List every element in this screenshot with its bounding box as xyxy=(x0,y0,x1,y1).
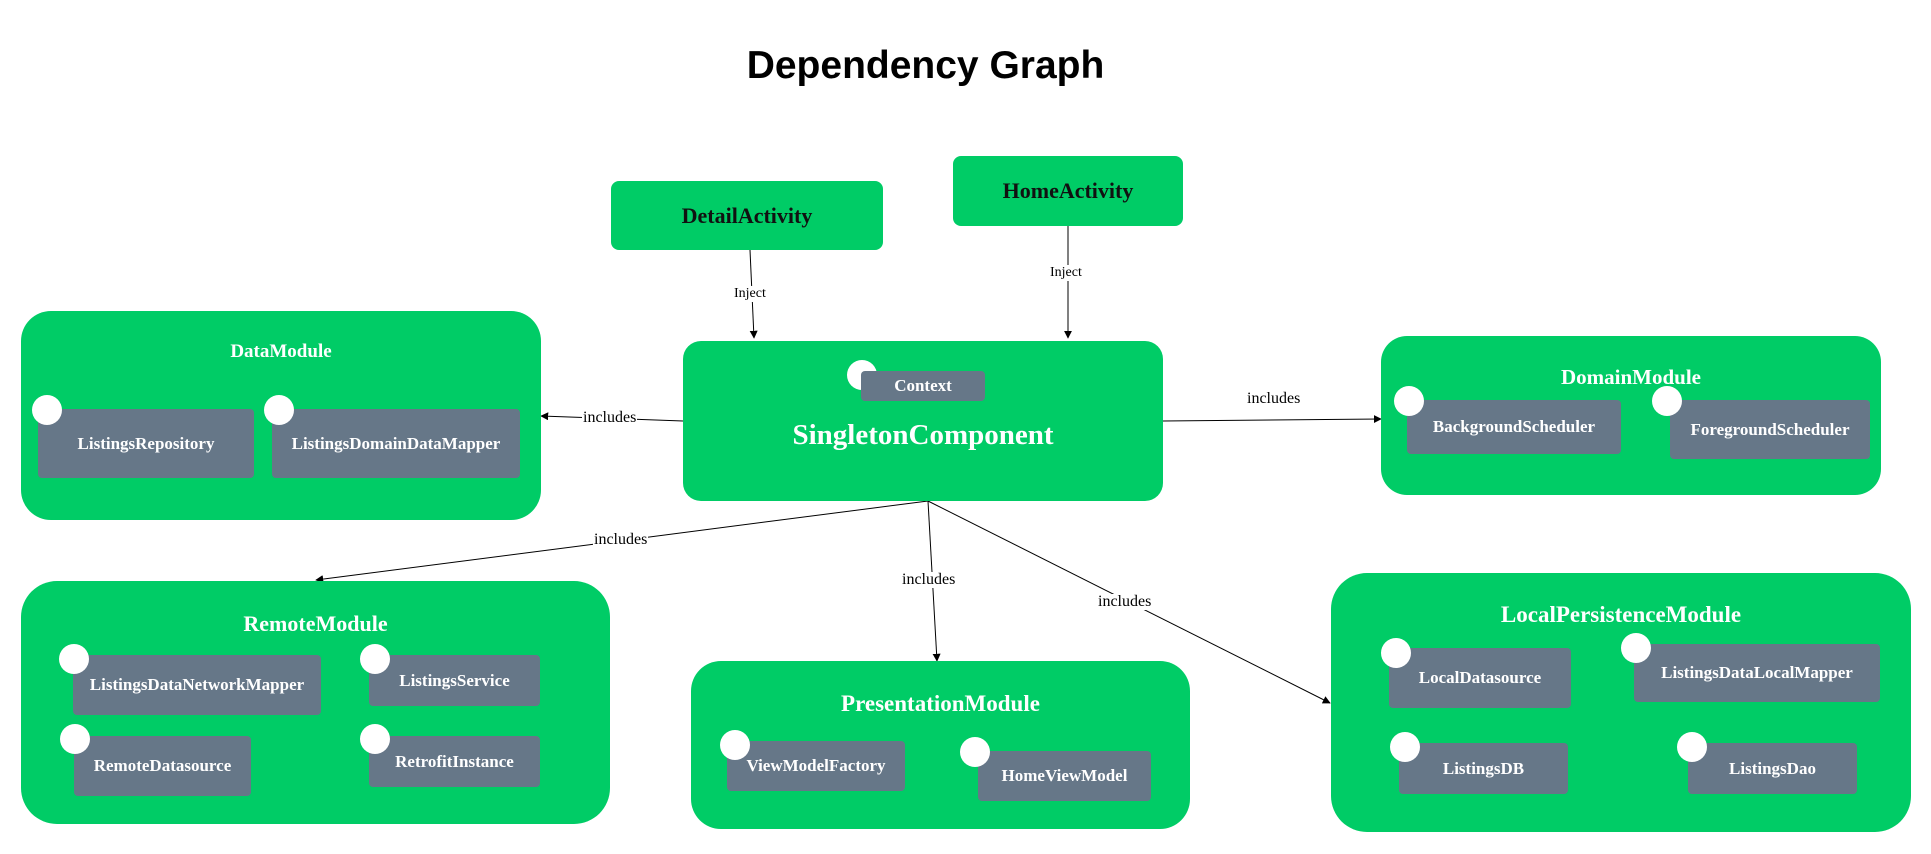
listings-db-item[interactable]: ListingsDB xyxy=(1399,743,1568,794)
edge-label-includes-remote: includes xyxy=(593,531,649,548)
detail-activity-node[interactable]: DetailActivity xyxy=(611,181,883,250)
foreground-scheduler-item[interactable]: ForegroundScheduler xyxy=(1670,400,1870,459)
data-module-title: DataModule xyxy=(230,341,332,362)
singleton-component-node[interactable]: Context SingletonComponent xyxy=(683,341,1163,501)
home-view-model-dot-icon xyxy=(960,737,990,767)
listings-domain-data-mapper-dot-icon xyxy=(264,395,294,425)
listings-service-dot-icon xyxy=(360,644,390,674)
retrofit-instance-item[interactable]: RetrofitInstance xyxy=(369,736,540,787)
listings-db-dot-icon xyxy=(1390,732,1420,762)
edge-label-includes-local: includes xyxy=(1097,593,1153,610)
home-activity-label: HomeActivity xyxy=(1002,178,1134,203)
edge-label-includes-presentation: includes xyxy=(901,571,957,588)
listings-data-network-mapper-dot-icon xyxy=(59,644,89,674)
singleton-component-title: SingletonComponent xyxy=(792,419,1054,451)
local-datasource-item[interactable]: LocalDatasource xyxy=(1389,648,1571,708)
domain-module-node[interactable]: DomainModule BackgroundScheduler Foregro… xyxy=(1381,336,1881,495)
foreground-scheduler-dot-icon xyxy=(1652,386,1682,416)
home-view-model-item[interactable]: HomeViewModel xyxy=(978,751,1151,801)
edge-label-includes-domain: includes xyxy=(1246,390,1302,407)
retrofit-instance-dot-icon xyxy=(360,724,390,754)
listings-repository-item[interactable]: ListingsRepository xyxy=(38,409,254,478)
edge-label-includes-data: includes xyxy=(582,409,638,426)
presentation-module-title: PresentationModule xyxy=(841,691,1040,716)
listings-data-network-mapper-item[interactable]: ListingsDataNetworkMapper xyxy=(73,655,321,715)
edge-label-inject-detail: Inject xyxy=(733,286,767,302)
remote-datasource-dot-icon xyxy=(60,724,90,754)
view-model-factory-dot-icon xyxy=(720,730,750,760)
diagram-title: Dependency Graph xyxy=(746,44,1105,87)
presentation-module-node[interactable]: PresentationModule ViewModelFactory Home… xyxy=(691,661,1190,829)
listings-repository-dot-icon xyxy=(32,395,62,425)
home-activity-node[interactable]: HomeActivity xyxy=(953,156,1183,226)
local-persistence-module-title: LocalPersistenceModule xyxy=(1500,602,1742,627)
background-scheduler-dot-icon xyxy=(1394,386,1424,416)
listings-dao-dot-icon xyxy=(1677,732,1707,762)
edge-label-inject-home: Inject xyxy=(1049,265,1083,281)
data-module-node[interactable]: DataModule ListingsRepository ListingsDo… xyxy=(21,311,541,520)
listings-service-item[interactable]: ListingsService xyxy=(369,655,540,706)
domain-module-title: DomainModule xyxy=(1560,365,1701,389)
listings-domain-data-mapper-item[interactable]: ListingsDomainDataMapper xyxy=(272,409,520,478)
listings-data-local-mapper-dot-icon xyxy=(1621,633,1651,663)
detail-activity-label: DetailActivity xyxy=(681,202,813,228)
local-datasource-dot-icon xyxy=(1381,638,1411,668)
background-scheduler-item[interactable]: BackgroundScheduler xyxy=(1407,400,1621,454)
remote-module-title: RemoteModule xyxy=(243,611,388,636)
remote-datasource-item[interactable]: RemoteDatasource xyxy=(74,736,251,796)
context-item[interactable]: Context xyxy=(861,371,985,401)
listings-dao-item[interactable]: ListingsDao xyxy=(1688,743,1857,794)
view-model-factory-item[interactable]: ViewModelFactory xyxy=(727,741,905,791)
listings-data-local-mapper-item[interactable]: ListingsDataLocalMapper xyxy=(1634,644,1880,702)
local-persistence-module-node[interactable]: LocalPersistenceModule LocalDatasource L… xyxy=(1331,573,1911,832)
edge-includes-domain xyxy=(1162,415,1382,424)
remote-module-node[interactable]: RemoteModule ListingsDataNetworkMapper L… xyxy=(21,581,610,824)
